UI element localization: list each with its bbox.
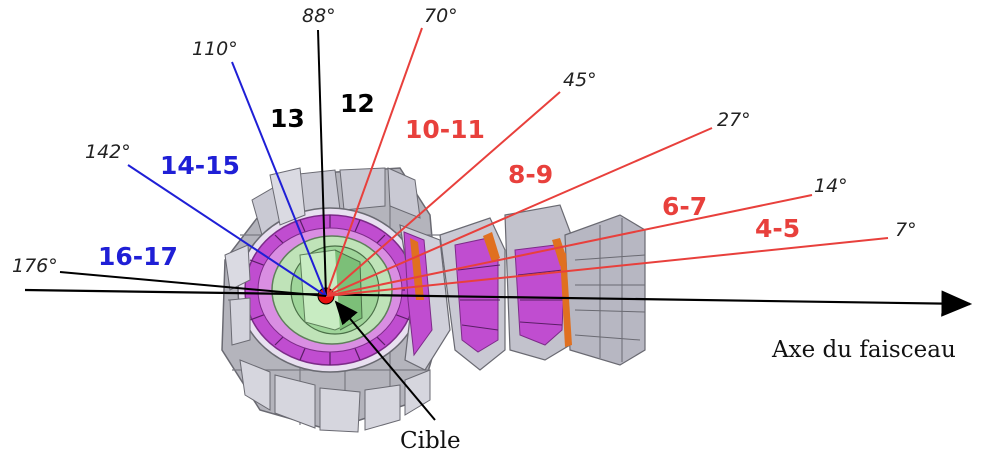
- angle-label-142: 142°: [85, 141, 131, 163]
- angle-label-7: 7°: [895, 219, 917, 241]
- angle-label-45: 45°: [563, 69, 597, 91]
- ring-label-6-7: 6-7: [662, 192, 707, 221]
- angle-line-110: [231, 61, 327, 297]
- angle-line-45: [325, 91, 561, 297]
- angle-label-27: 27°: [717, 109, 751, 131]
- ring-label-8-9: 8-9: [508, 160, 553, 189]
- ring-label-14-15: 14-15: [160, 151, 240, 180]
- angle-label-14: 14°: [814, 175, 848, 197]
- target-arrow: [334, 300, 436, 421]
- angle-line-142: [127, 164, 327, 297]
- ring-label-12: 12: [340, 89, 375, 118]
- angle-label-88: 88°: [302, 5, 336, 27]
- angle-line-88: [317, 29, 327, 297]
- angle-line-7: [325, 237, 889, 297]
- angle-label-176: 176°: [12, 255, 58, 277]
- target-label: Cible: [400, 428, 461, 454]
- ring-label-13: 13: [270, 104, 305, 133]
- ring-label-10-11: 10-11: [405, 115, 485, 144]
- beam-axis-arrow: [24, 288, 973, 317]
- angle-label-70: 70°: [424, 5, 458, 27]
- angle-label-110: 110°: [192, 38, 238, 60]
- ring-label-16-17: 16-17: [98, 242, 178, 271]
- angle-line-70: [325, 27, 423, 297]
- angle-line-176: [59, 271, 327, 297]
- beam-axis-label: Axe du faisceau: [771, 337, 956, 363]
- angle-line-27: [325, 127, 713, 297]
- angle-line-14: [325, 194, 813, 297]
- detector-body: [221, 167, 646, 433]
- ring-label-4-5: 4-5: [755, 214, 800, 243]
